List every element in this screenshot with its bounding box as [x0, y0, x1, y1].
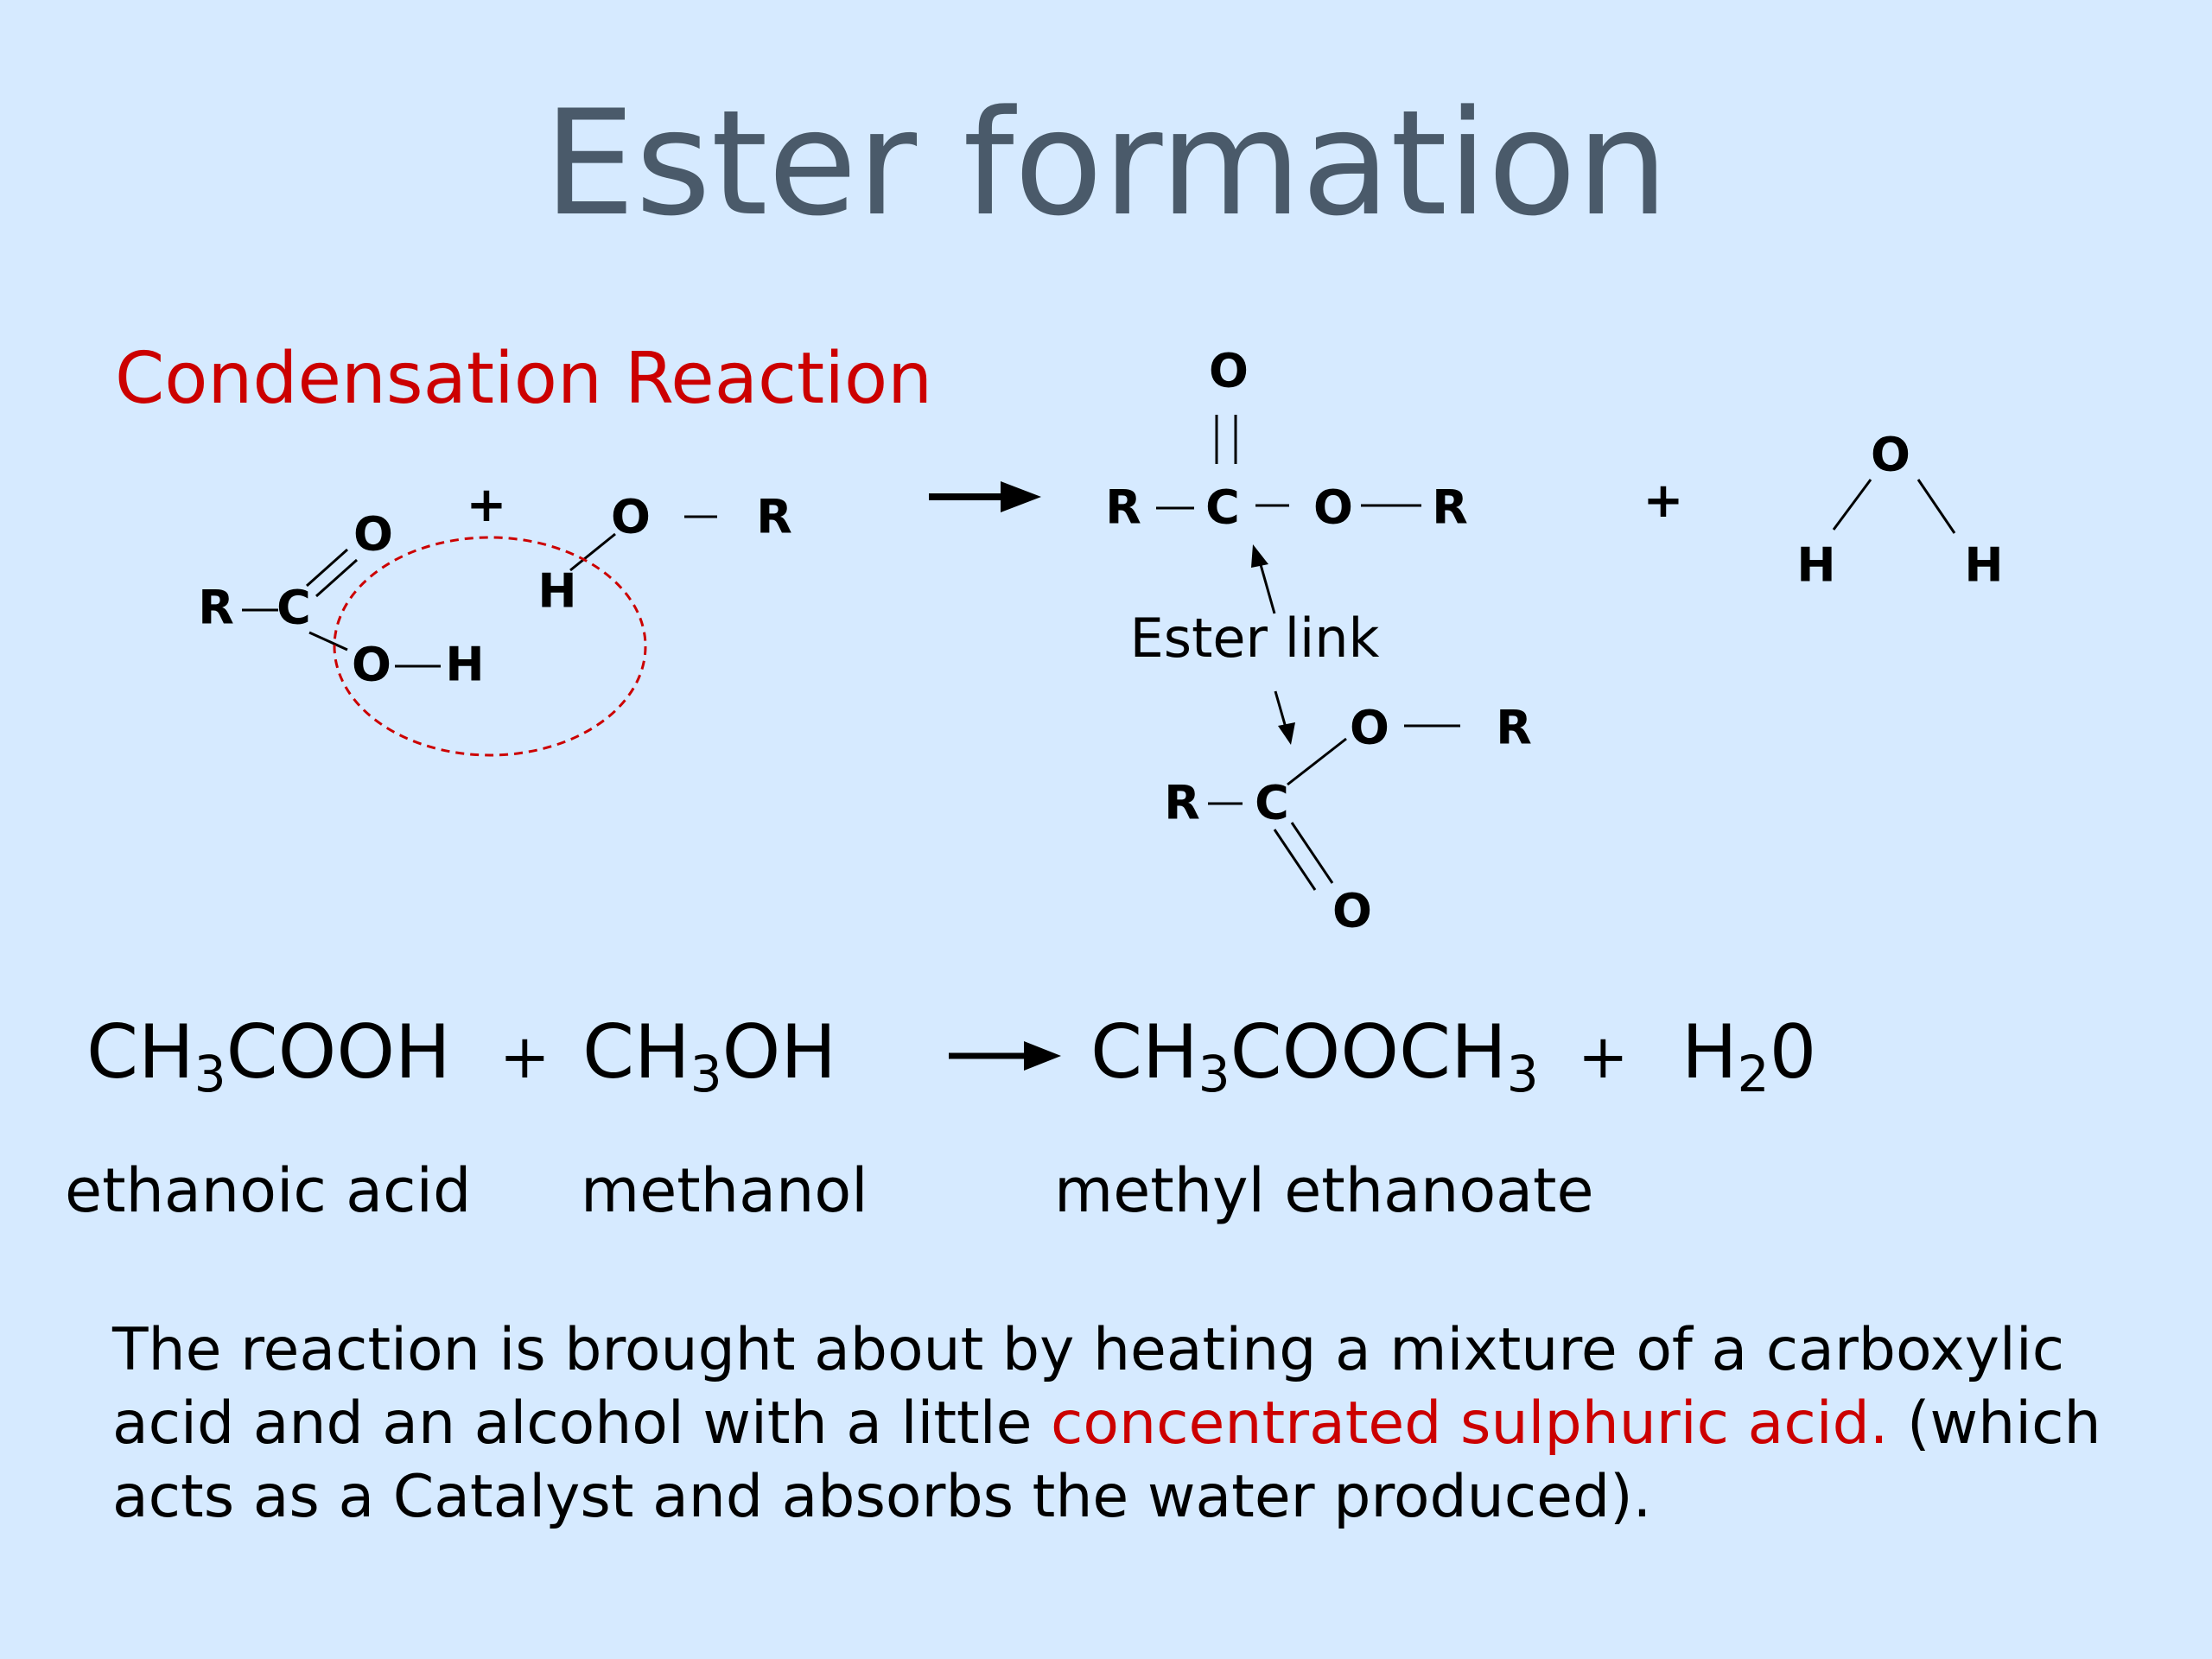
ester-r2-atom: R: [1432, 480, 1468, 535]
formula-water: H20: [1681, 1009, 1817, 1103]
alcohol-structure: H O R: [537, 490, 791, 619]
water-removal-circle: [333, 536, 647, 757]
ester-carbonyl-o-atom: O: [1209, 344, 1249, 398]
acid-c-atom: C: [276, 581, 311, 635]
ester-link-pointer-up: [1251, 544, 1276, 614]
acid-c-o-bond: [308, 631, 348, 652]
alcohol-r-atom: R: [756, 490, 792, 544]
name-methyl-ethanoate: methyl ethanoate: [1054, 1155, 1594, 1226]
ester-alt-double-bond-2: [1290, 822, 1334, 884]
ester-link-o-atom: O: [1313, 480, 1353, 535]
equation-plus-2: +: [1578, 1021, 1629, 1092]
water-o-h2-bond: [1916, 479, 1956, 534]
ester-alt-double-bond-1: [1273, 829, 1317, 891]
ester-alt-c-o-bond: [1287, 737, 1347, 786]
acid-carbonyl-o-atom: O: [353, 507, 393, 562]
catalyst-highlight: concentrated sulphuric acid.: [1051, 1389, 1889, 1458]
alcohol-o-atom: O: [611, 490, 651, 544]
water-h2-atom: H: [1964, 538, 2003, 593]
reaction-arrow-equation: [949, 1041, 1061, 1071]
carboxylic-acid-structure: R C O O H: [198, 507, 484, 692]
ester-alt-carbonyl-o-atom: O: [1332, 884, 1372, 938]
alcohol-h-atom: H: [537, 564, 576, 619]
alcohol-h-o-bond: [569, 532, 616, 572]
equation-plus-1: +: [499, 1021, 550, 1092]
water-h1-atom: H: [1796, 538, 1835, 593]
formula-methanol: CH3OH: [582, 1009, 836, 1103]
ester-alt-c-atom: C: [1255, 776, 1289, 830]
ester-structure-alt: R C O R O: [1164, 701, 1532, 938]
water-o-atom: O: [1871, 428, 1910, 482]
ester-r1-atom: R: [1105, 480, 1141, 535]
ester-alt-r1-atom: R: [1164, 776, 1200, 830]
formula-methyl-ethanoate: CH3COOCH3: [1090, 1009, 1539, 1103]
reaction-arrow-structures: [929, 481, 1041, 512]
name-ethanoic-acid: ethanoic acid: [65, 1155, 472, 1226]
acid-r-atom: R: [198, 581, 234, 635]
ester-alt-r2-atom: R: [1496, 701, 1532, 755]
plus-sign-reactants: +: [467, 477, 507, 533]
ester-alt-link-o-atom: O: [1350, 701, 1389, 755]
ester-link-pointer-down: [1274, 690, 1295, 745]
acid-h-atom: H: [445, 638, 484, 692]
description-paragraph: The reaction is brought about by heating…: [112, 1316, 2101, 1531]
acid-double-bond-2: [315, 558, 358, 598]
reaction-type-heading: Condensation Reaction: [115, 338, 933, 420]
slide-title: Ester formation: [543, 79, 1669, 248]
water-structure: O H H: [1796, 428, 2003, 593]
ester-c-atom: C: [1205, 480, 1240, 535]
name-methanol: methanol: [581, 1155, 868, 1226]
acid-hydroxyl-o-atom: O: [352, 638, 391, 692]
formula-ethanoic-acid: CH3COOH: [86, 1009, 451, 1103]
plus-sign-products: +: [1643, 473, 1684, 529]
ester-structure-linear: O R C O R: [1105, 344, 1468, 535]
ester-link-label: Ester link: [1130, 607, 1380, 670]
acid-double-bond-1: [306, 548, 348, 588]
water-o-h1-bond: [1832, 479, 1872, 531]
